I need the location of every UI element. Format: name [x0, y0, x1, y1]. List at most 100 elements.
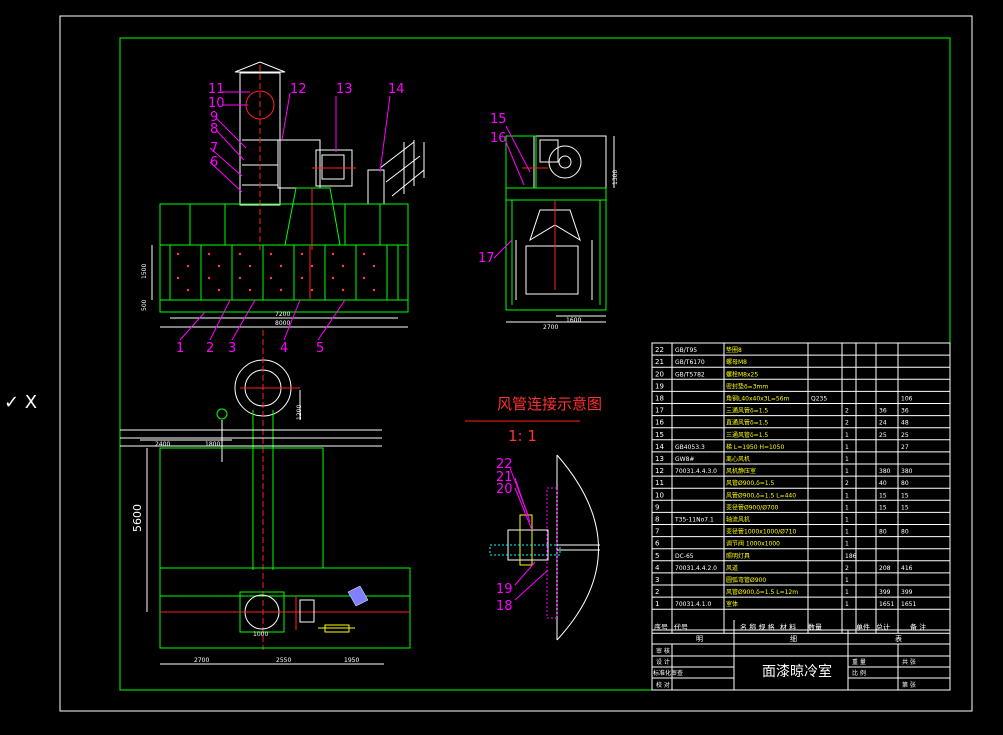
bom-cell-no: 12: [655, 467, 664, 475]
lamp-dot: [176, 276, 180, 280]
callout-3: 3: [228, 341, 236, 356]
bom-cell-name: 圆弧弯管Ø900: [726, 576, 766, 584]
bom-cell-name: 螺母M8: [726, 358, 747, 366]
bom-cell-total: 80: [901, 529, 909, 536]
bom-header-cell: 序号: [654, 622, 668, 631]
bom-cell-code: GB/T95: [675, 347, 697, 354]
bom-cell-total: 80: [901, 480, 909, 487]
bom-cell-code: 70031.4.4.2.0: [675, 565, 717, 572]
plan-view: 5600 2400 1800 2700 2550 1950 1000 1200: [120, 330, 411, 665]
lamp-dot: [238, 276, 242, 280]
bom-cell-no: 3: [655, 576, 659, 584]
dim-plan-b2: 2550: [276, 657, 291, 664]
bom-cell-code: 70031.4.1.0: [675, 601, 711, 608]
bom-cell-total: 36: [901, 408, 909, 415]
callout-16: 16: [490, 131, 507, 146]
callout-4: 4: [280, 341, 288, 356]
bom-cell-no: 2: [655, 588, 659, 596]
bom-cell-code: 70031.4.4.3.0: [675, 468, 717, 475]
dim-plan-b3: 1950: [344, 657, 359, 664]
lamp-dot: [186, 264, 190, 268]
lamp-dot: [217, 264, 221, 268]
front-view: 7200 8000 1500 500 11 10 9 8 7 6 12 13 1…: [141, 61, 425, 356]
bom-header-cell: 总计: [876, 622, 890, 631]
bom-cell-no: 21: [655, 358, 664, 366]
callout-15: 15: [490, 112, 507, 127]
lamp-dot: [269, 276, 273, 280]
callout-6: 6: [210, 155, 218, 170]
dim-plan-v: 1200: [296, 405, 303, 420]
bom-cell-name: 角钢L40x40x3L=56m: [726, 395, 790, 403]
bom-cell-no: 10: [655, 491, 664, 499]
bom-cell-unit: 380: [879, 468, 891, 475]
outer-border: [59, 15, 973, 712]
bom-cell-unit: 399: [879, 589, 891, 596]
callout-5: 5: [316, 341, 324, 356]
bom-cell-qty: 2: [845, 420, 849, 427]
callout-10: 10: [208, 96, 225, 111]
bom-cell-unit: 15: [879, 492, 887, 499]
bom-cell-name: 垫圈8: [726, 346, 742, 354]
bom-cell-unit: 24: [879, 420, 887, 427]
bom-cell-unit: 40: [879, 480, 887, 487]
dim-plan-b1: 2700: [194, 657, 209, 664]
bom-cell-qty: 1: [845, 504, 849, 511]
dim-side-2: 1600: [566, 317, 581, 324]
lamp-dot: [248, 288, 252, 292]
bom-cell-total: 48: [901, 420, 909, 427]
bom-caption-1: 明: [696, 635, 703, 643]
bom-cell-name: 螺栓M8x25: [726, 370, 758, 378]
bom-cell-qty: 1: [845, 432, 849, 439]
bom-cell-no: 14: [655, 443, 664, 451]
bom-header-cell: 备 注: [910, 622, 926, 631]
bom-header-cell: 材 料: [780, 622, 796, 631]
drawing-title: 面漆晾冷室: [762, 663, 832, 680]
bom-cell-name: 离心风机: [726, 455, 750, 463]
callout-13: 13: [336, 82, 353, 97]
bom-cell-no: 17: [655, 407, 664, 415]
bom-cell-no: 22: [655, 346, 664, 354]
bom-cell-name: 三通风管δ=1.5: [726, 431, 768, 439]
bom-cell-name: 轴流风机: [726, 516, 750, 524]
bom-caption-2: 细: [790, 634, 797, 643]
bom-cell-name: 照明灯具: [726, 552, 750, 560]
bom-cell-name: 风管Ø900,δ=1.5 L=12m: [726, 588, 798, 596]
dim-side-1: 2700: [543, 324, 558, 331]
callout-9: 9: [210, 110, 218, 125]
bom-cell-no: 9: [655, 503, 659, 511]
dim-front-2: 8000: [275, 320, 290, 327]
title-block: 明 细 表 面漆晾冷室 审 核 设 计 标准化审查 校 对 重 量 比 例 共 …: [651, 620, 951, 691]
bom-header-cell: 代号: [674, 622, 688, 631]
dim-front-1: 7200: [275, 311, 290, 318]
bom-cell-unit: 80: [879, 529, 887, 536]
bom-cell-no: 18: [655, 395, 664, 403]
lamp-dot: [341, 264, 345, 268]
bom-cell-no: 20: [655, 370, 664, 378]
dim-plan-gap: 1000: [253, 631, 268, 638]
bom-header-cell: 单件: [856, 622, 870, 631]
bom-cell-name: 梯 L=1950 H=1050: [726, 443, 784, 451]
bom-cell-qty: 1: [845, 541, 849, 548]
lamp-dot: [331, 252, 335, 256]
bom-cell-total: 1651: [901, 601, 916, 608]
side-view: 2700 1600 1300 15 16 17: [478, 112, 619, 331]
bom-cell-name: 风管Ø900,δ=1.5 L=440: [726, 491, 796, 499]
bom-cell-name: 风道: [726, 564, 738, 572]
bom-cell-no: 15: [655, 431, 664, 439]
bom-cell-total: 25: [901, 432, 909, 439]
lamp-dot: [372, 288, 376, 292]
lamp-dot: [279, 264, 283, 268]
bom-cell-unit: 25: [879, 432, 887, 439]
callout-20: 20: [496, 482, 513, 497]
bom-cell-code: GB/T6170: [675, 359, 705, 366]
bom-caption-3: 表: [895, 634, 902, 643]
lamp-grid: [176, 252, 376, 292]
callout-18: 18: [496, 599, 513, 614]
lamp-dot: [207, 252, 211, 256]
bom-cell-no: 13: [655, 455, 664, 463]
bom-cell-name: 风机静压室: [726, 467, 756, 475]
lamp-dot: [269, 252, 273, 256]
dim-plan-top1: 2400: [155, 441, 170, 448]
detail-view: 风管连接示意图 1: 1 22 21 20 19 18: [465, 395, 602, 641]
